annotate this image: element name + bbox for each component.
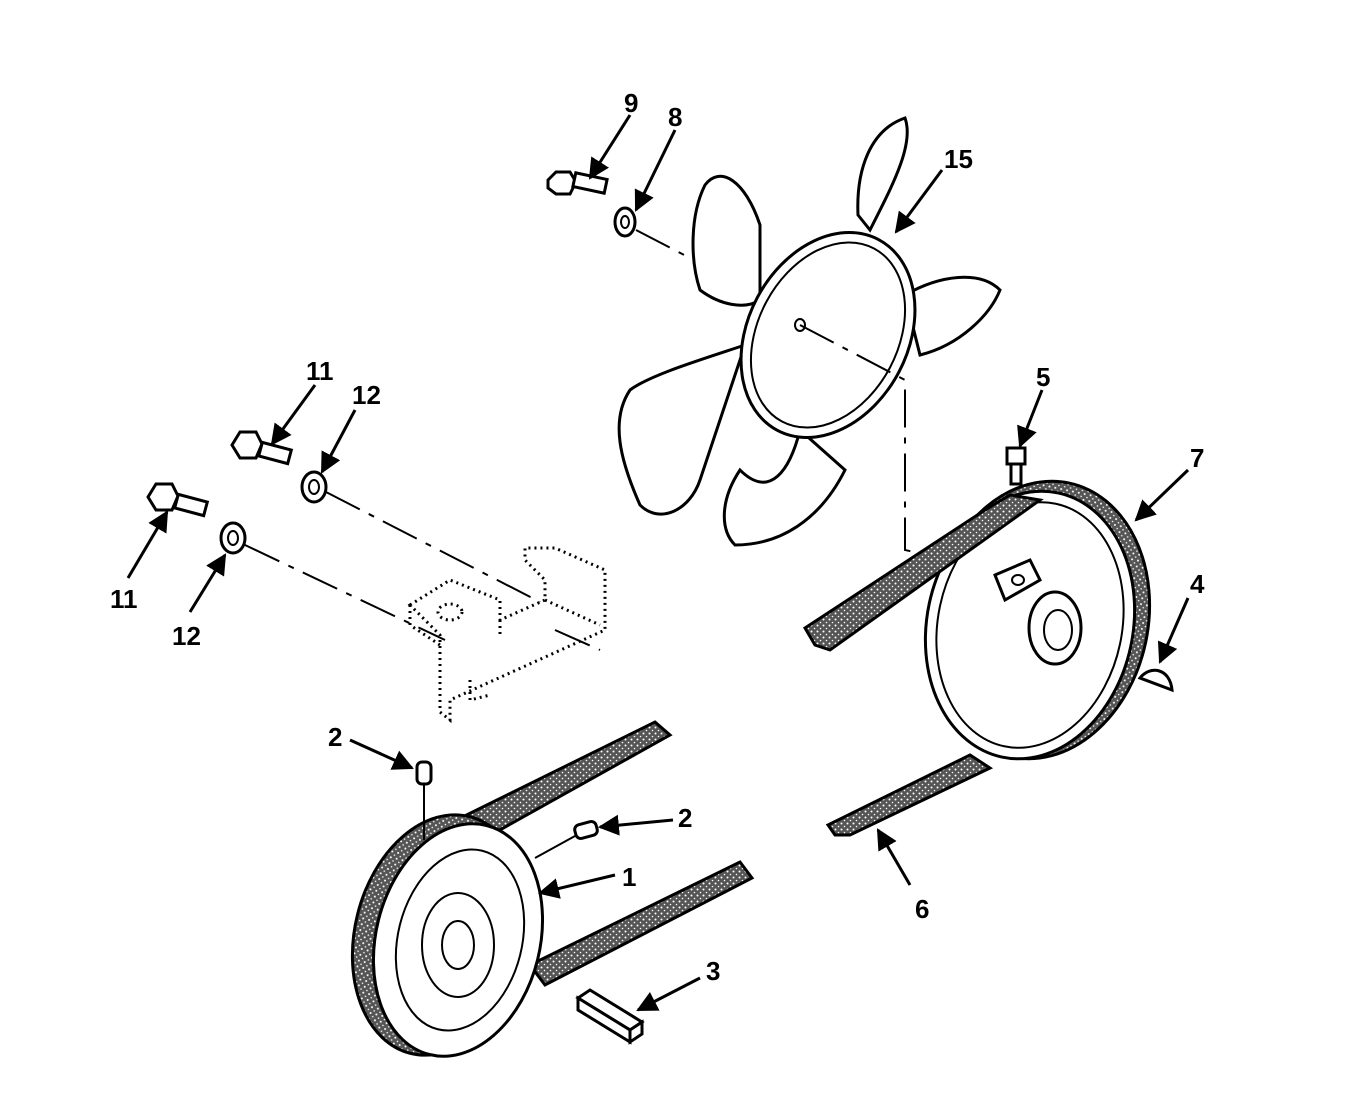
callout-4: 4	[1190, 569, 1205, 599]
fan-ring-inner	[749, 241, 907, 429]
pulley-square-key	[575, 988, 645, 1045]
pulley-set-screw	[1005, 446, 1027, 486]
fan-blade-right	[903, 275, 1002, 357]
woodruff-key	[1137, 668, 1174, 693]
fan-blade-left	[617, 342, 748, 516]
callout-1: 1	[622, 862, 636, 892]
fan-hub-hole	[794, 318, 806, 332]
callout-3: 3	[706, 956, 720, 986]
fan-belt-upper-segment	[802, 493, 1044, 652]
callout-8: 8	[668, 102, 682, 132]
callout-15: 15	[944, 144, 973, 174]
callout-12-lower: 12	[172, 621, 201, 651]
callout-12-upper: 12	[352, 380, 381, 410]
fan-blade-top	[856, 116, 909, 233]
callout-leaders	[126, 114, 1190, 1012]
fan-ring-outer	[739, 231, 917, 439]
fan-belt-lower-segment	[825, 753, 994, 837]
callout-2-side: 2	[678, 803, 692, 833]
bracket-washer-upper	[300, 470, 328, 504]
bracket-bolt-lower	[146, 482, 210, 518]
fan-blade-upper-left	[691, 174, 762, 307]
bracket-washer-lower	[219, 521, 247, 555]
fan-assembly	[617, 116, 1002, 547]
bracket-centerline	[554, 629, 601, 651]
drive-belt-lower-segment	[527, 860, 755, 987]
callout-11-upper: 11	[306, 356, 334, 386]
lower-bolt-centerline	[244, 544, 446, 641]
fan-bolt-centerline	[635, 229, 691, 259]
fan-lock-washer	[613, 206, 637, 238]
fan-pulley	[923, 479, 1152, 761]
fan-bolt	[546, 170, 609, 196]
mounting-bracket	[407, 546, 607, 724]
upper-bolt-centerline	[325, 491, 541, 603]
drive-pulley-set-screw-side	[573, 820, 599, 840]
callout-7: 7	[1190, 443, 1204, 473]
callout-9: 9	[624, 88, 638, 118]
callout-5: 5	[1036, 362, 1050, 392]
bracket-bolt-upper	[230, 430, 294, 466]
callout-11-lower: 11	[110, 584, 138, 614]
pulley-setscrew-boss	[993, 558, 1042, 603]
callout-6: 6	[915, 894, 929, 924]
drive-pulley	[350, 813, 545, 1058]
fan-blade-bottom	[722, 427, 847, 547]
callout-2-top: 2	[328, 722, 342, 752]
drive-pulley-set-screw-top	[415, 760, 433, 786]
pulley-hub	[1027, 590, 1083, 666]
drive-pulley-bore	[441, 920, 475, 970]
